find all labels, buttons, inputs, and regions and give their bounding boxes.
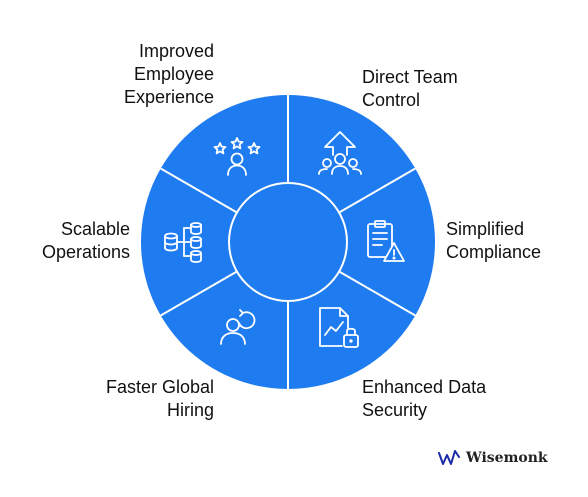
label-line: Direct Team bbox=[362, 67, 458, 87]
label-line: Compliance bbox=[446, 242, 542, 262]
label-simplified-compliance: Simplified Compliance bbox=[446, 218, 576, 264]
divider-lower-right bbox=[338, 270, 416, 317]
label-faster-global-hiring: Faster Global Hiring bbox=[60, 376, 214, 422]
segment-dividers bbox=[160, 95, 416, 389]
label-line: Enhanced Data bbox=[362, 377, 487, 397]
label-scalable-operations: Scalable Operations bbox=[10, 218, 130, 264]
divider-upper-left bbox=[160, 167, 238, 214]
clipboard-warning-icon bbox=[367, 220, 405, 262]
label-line: Employee bbox=[133, 64, 214, 84]
label-line: Improved bbox=[138, 41, 214, 61]
label-enhanced-data-security: Enhanced Data Security bbox=[362, 376, 512, 422]
stars-user-icon bbox=[213, 137, 261, 176]
brand-name: Wisemonk bbox=[466, 450, 548, 466]
label-improved-employee-experience: Improved Employee Experience bbox=[90, 40, 214, 109]
label-line: Faster Global bbox=[105, 377, 214, 397]
brand-mark: Wisemonk bbox=[438, 446, 548, 470]
label-line: Hiring bbox=[166, 400, 214, 420]
divider-lower-left bbox=[160, 270, 238, 317]
label-line: Experience bbox=[123, 87, 214, 107]
user-refresh-icon bbox=[220, 309, 256, 345]
team-arrow-up-icon bbox=[318, 131, 362, 175]
center-hub bbox=[228, 182, 348, 302]
label-line: Scalable bbox=[60, 219, 130, 239]
label-direct-team-control: Direct Team Control bbox=[362, 66, 512, 112]
file-chart-lock-icon bbox=[319, 307, 359, 348]
label-line: Simplified bbox=[446, 219, 525, 239]
label-line: Security bbox=[362, 400, 428, 420]
wave-w-logo-icon bbox=[438, 450, 460, 465]
label-line: Operations bbox=[41, 242, 130, 262]
divider-upper-right bbox=[338, 167, 416, 214]
database-hierarchy-icon bbox=[164, 222, 202, 263]
label-line: Control bbox=[362, 90, 421, 110]
